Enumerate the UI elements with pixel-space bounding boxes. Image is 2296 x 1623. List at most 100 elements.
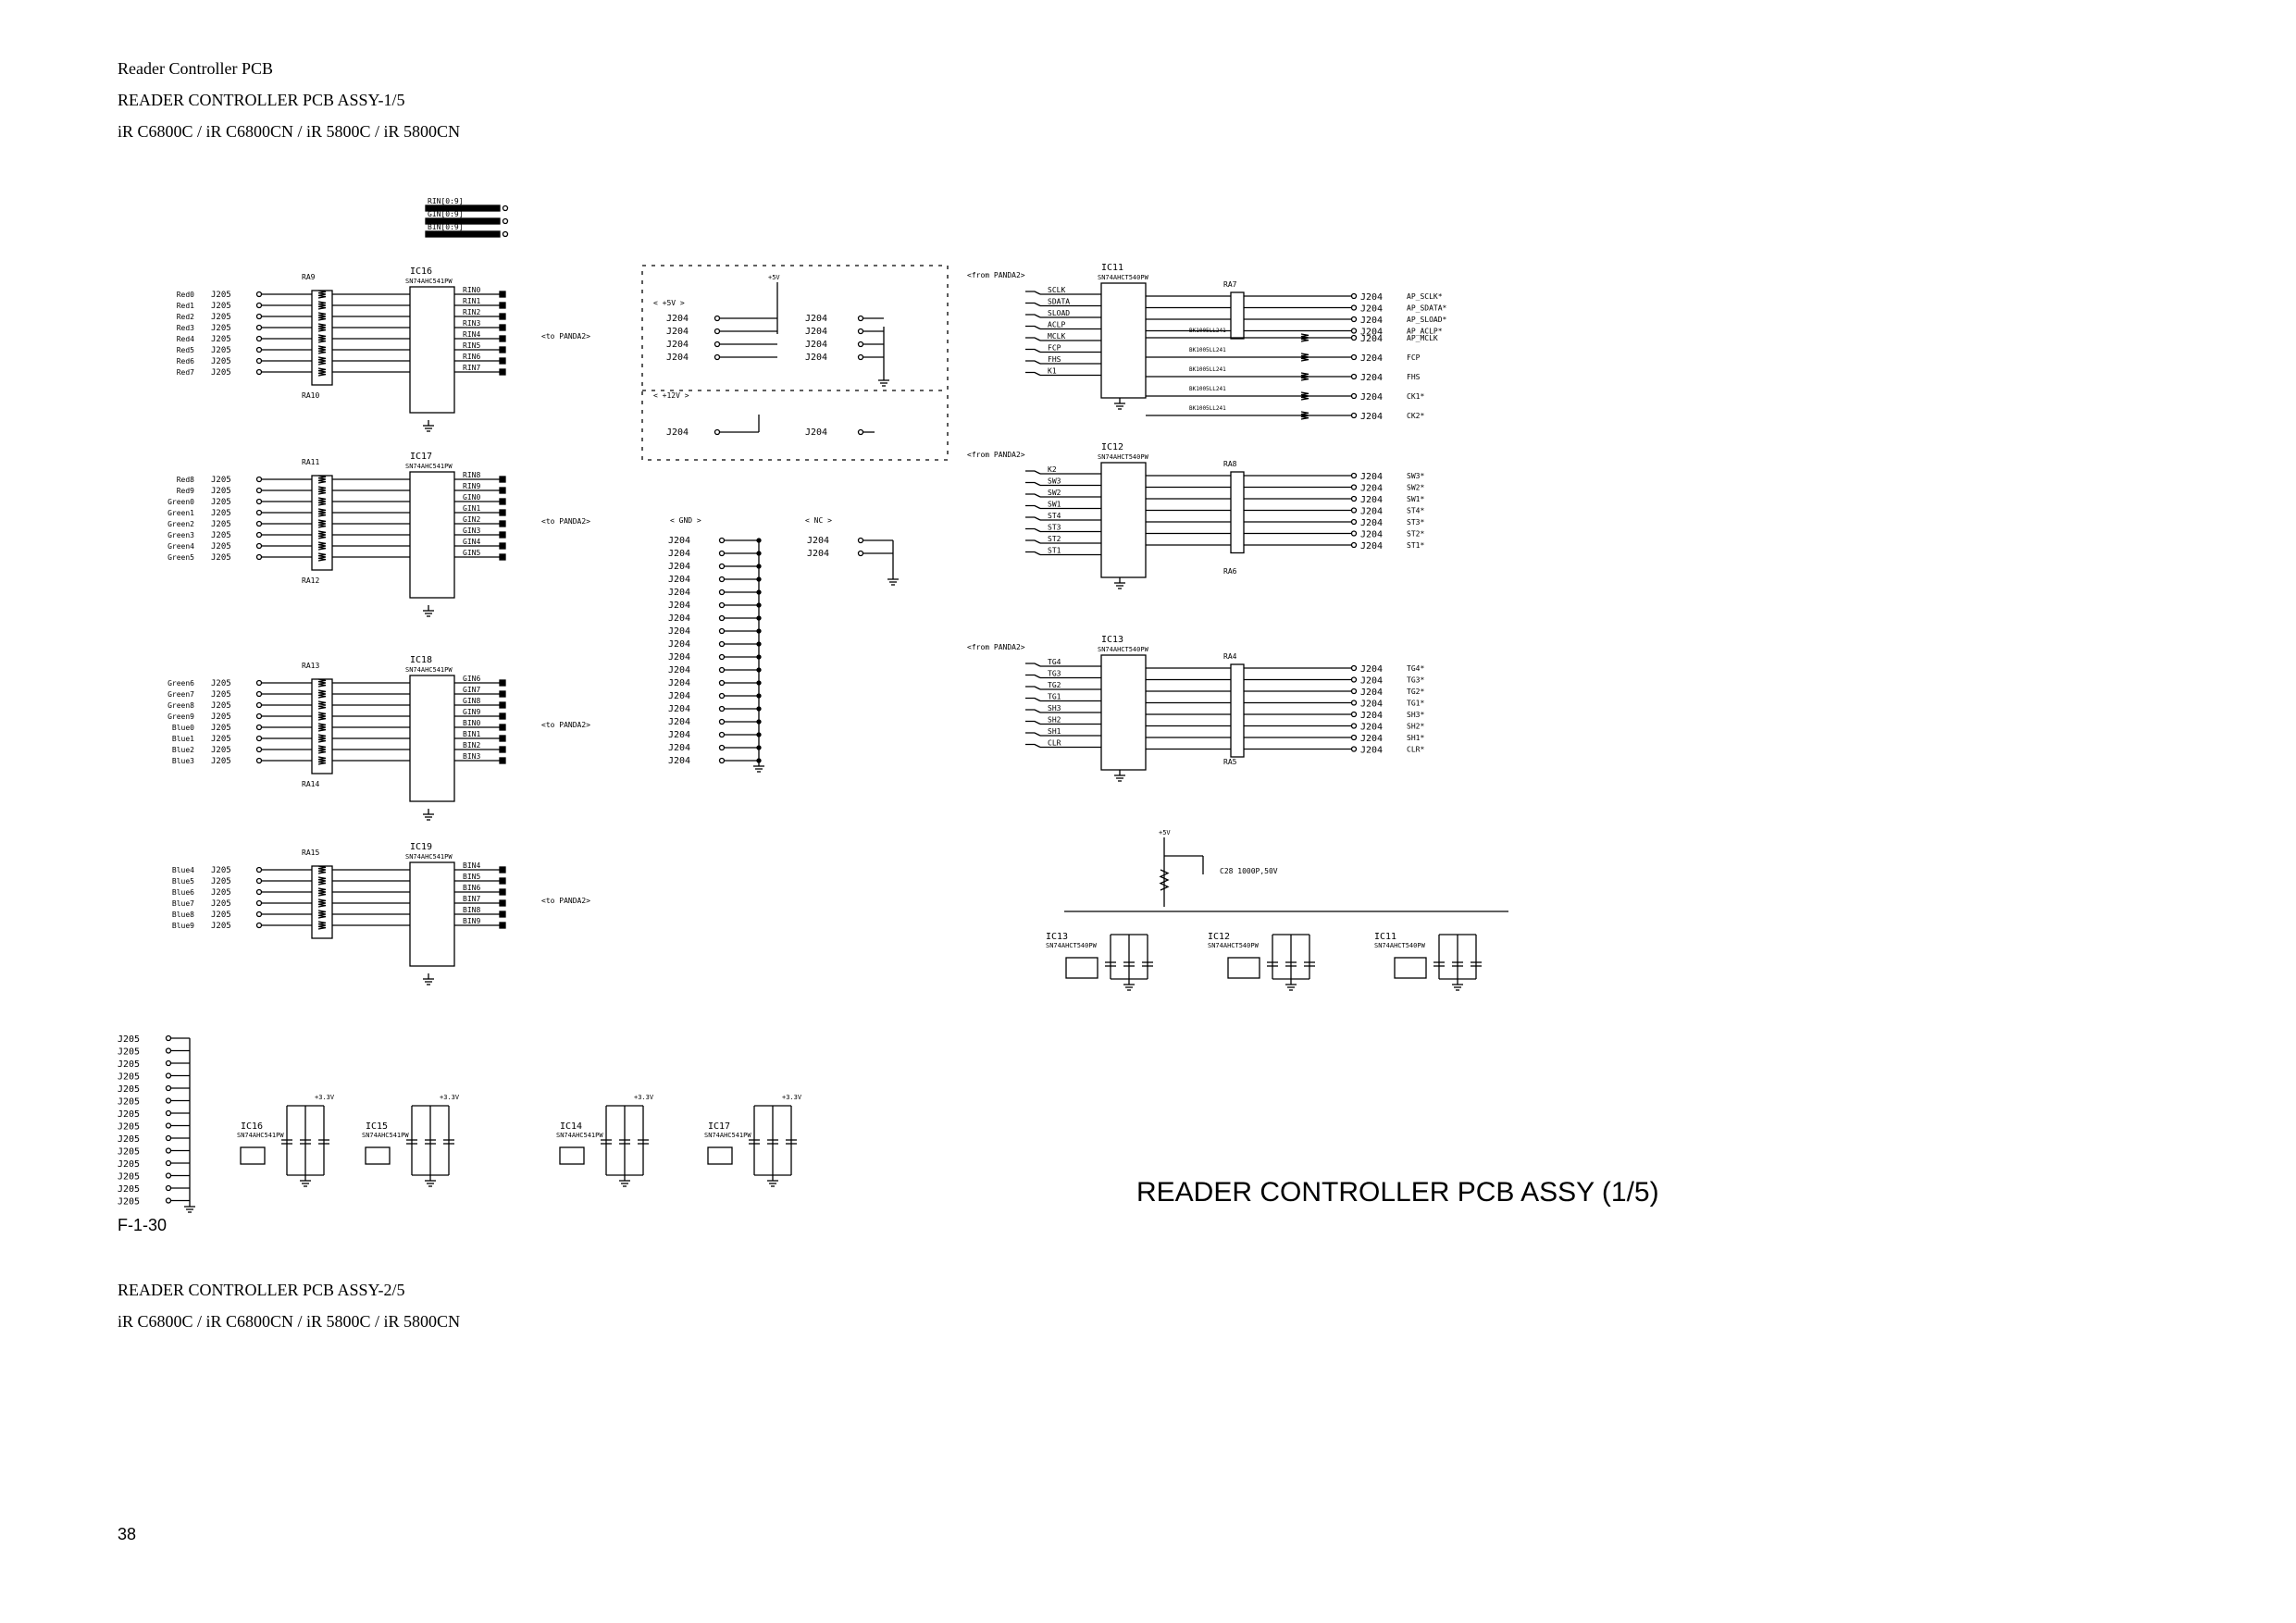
connector-label: J204 (805, 314, 827, 324)
ic-designator: IC18 (410, 655, 432, 665)
connector-label: J204 (666, 314, 689, 324)
ic-block-ic11: <from PANDA2>IC11SN74AHCT540PWSCLKSDATAS… (967, 263, 1447, 410)
signal-name: ST1 (1048, 547, 1061, 555)
pin-terminal (718, 550, 726, 557)
resistor (317, 345, 327, 354)
resistor (317, 910, 327, 919)
output-terminal (499, 746, 506, 753)
resistor (317, 367, 327, 377)
pin-terminal (718, 731, 726, 738)
pin-terminal (718, 576, 726, 583)
pin-terminal (165, 1184, 172, 1192)
input-marker (1025, 493, 1041, 498)
connector-label: J204 (668, 678, 690, 688)
connector-label: J204 (668, 536, 690, 546)
pin-terminal (1350, 495, 1358, 502)
input-marker (1025, 720, 1041, 725)
ic-designator: IC19 (410, 842, 432, 852)
connector-label: J204 (1360, 530, 1383, 540)
ic-body (1394, 957, 1427, 979)
signal-name: Green4 (168, 542, 194, 551)
pin-terminal (255, 735, 263, 742)
connector-label: J204 (666, 353, 689, 363)
ic-part-number: SN74AHC541PW (405, 666, 453, 674)
resistor (1300, 391, 1309, 401)
resistor (317, 356, 327, 365)
pin-terminal (857, 353, 864, 361)
resistor (317, 541, 327, 551)
input-marker (1025, 348, 1041, 353)
pin-terminal (1350, 392, 1358, 400)
pin-terminal (255, 690, 263, 698)
connector-label: J204 (668, 743, 690, 753)
signal-name: CLR (1048, 739, 1061, 748)
resistor (317, 689, 327, 699)
output-terminal (499, 690, 506, 698)
connector-label: J204 (668, 717, 690, 727)
ic-part-number: SN74AHC541PW (405, 463, 453, 470)
ic-part-number: SN74AHC541PW (237, 1132, 284, 1139)
pin-terminal (857, 341, 864, 348)
ground-connector-block: < GND >< NC >J204J204J204J204J204J204J20… (668, 516, 899, 773)
part-label: BK1005LL241 (1189, 405, 1226, 412)
pin-terminal (1350, 723, 1358, 729)
connector-label: J204 (666, 340, 689, 350)
pin-terminal (255, 324, 263, 331)
signal-name: Green2 (168, 520, 194, 528)
ic-body (365, 1146, 391, 1165)
signal-name: FHS (1048, 355, 1061, 364)
resistor (317, 519, 327, 528)
ic-part-number: SN74AHC541PW (704, 1132, 751, 1139)
pin-terminal (255, 712, 263, 720)
pin-terminal (714, 353, 721, 361)
pin-terminal (255, 291, 263, 298)
output-name: FCP (1407, 353, 1421, 362)
source-label: <from PANDA2> (967, 451, 1025, 459)
pin-terminal (255, 498, 263, 505)
output-terminal (499, 888, 506, 896)
signal-name: SW2 (1048, 489, 1061, 497)
connector-label: J205 (211, 498, 231, 507)
resistor-array (1230, 663, 1245, 758)
resistor (1300, 353, 1309, 362)
rail-label: < +5V > (653, 299, 685, 307)
connector-label: J205 (118, 1097, 140, 1108)
ic-designator: IC14 (560, 1121, 582, 1132)
pin-terminal (1350, 484, 1358, 490)
input-marker (1025, 360, 1041, 365)
connector-label: J205 (211, 724, 231, 733)
connector-label: J205 (211, 701, 231, 711)
signal-name: SLOAD (1048, 309, 1070, 317)
pin-terminal (255, 877, 263, 885)
output-name: RIN2 (463, 308, 480, 316)
connector-label: J205 (211, 313, 231, 322)
connector-label: J205 (211, 476, 231, 485)
connector-label: J205 (211, 487, 231, 496)
pin-terminal (165, 1122, 172, 1129)
output-name: CLR* (1407, 746, 1424, 754)
connector-label: J205 (118, 1172, 140, 1183)
output-name: RIN3 (463, 319, 480, 328)
output-terminal (499, 509, 506, 516)
resistor-array-label: RA13 (302, 662, 319, 670)
resistor-array-label: RA8 (1223, 460, 1237, 468)
output-name: BIN1 (463, 730, 480, 738)
ic-body (409, 861, 455, 967)
signal-name: ACLP (1048, 321, 1065, 329)
ic-body (1100, 462, 1147, 578)
output-name: TG3* (1407, 676, 1424, 685)
pin-terminal (718, 692, 726, 700)
signal-name: Blue7 (172, 899, 194, 908)
resistor (317, 508, 327, 517)
connector-label: J204 (1360, 316, 1383, 326)
ic-part-number: SN74AHC541PW (362, 1132, 409, 1139)
connector-label: J205 (118, 1047, 140, 1058)
output-name: SW3* (1407, 472, 1424, 480)
ic-designator: IC15 (366, 1121, 388, 1132)
bus-label: RIN[0:9] (428, 197, 464, 205)
connector-label: J204 (1360, 334, 1383, 344)
connector-label: J205 (211, 542, 231, 551)
output-name: SW2* (1407, 484, 1424, 492)
